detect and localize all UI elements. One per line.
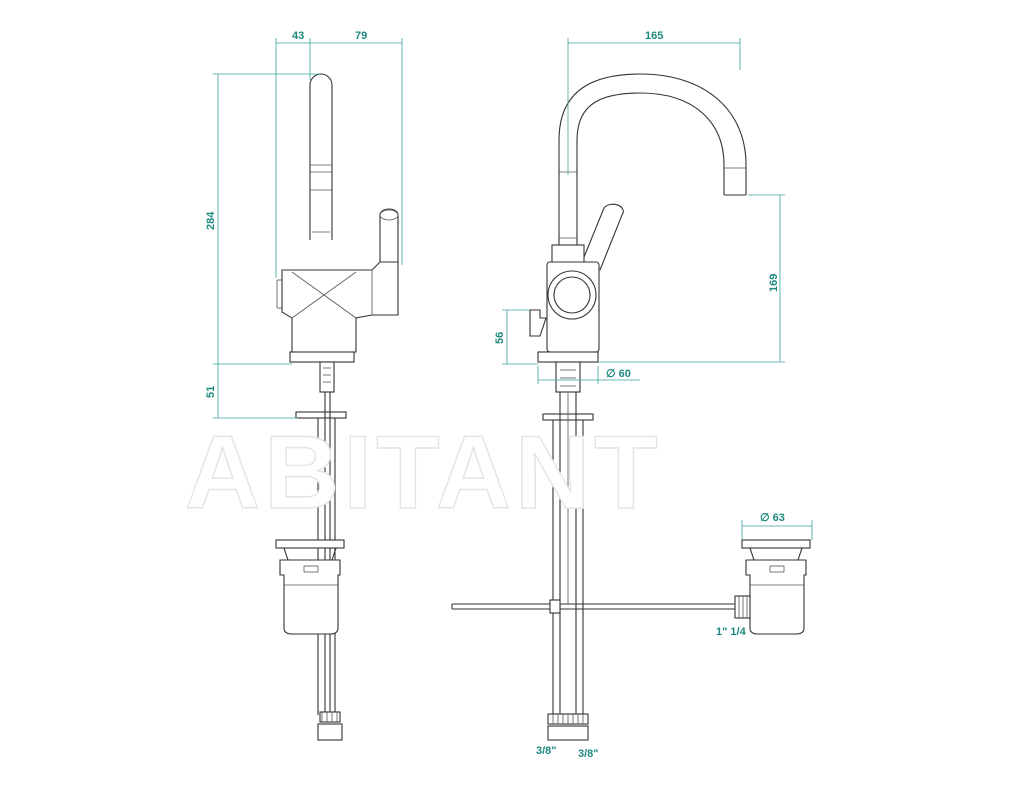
thread-label-left: 3/8" — [536, 745, 557, 757]
dim-169: 169 — [768, 274, 780, 292]
watermark-logo: ABITANT — [185, 415, 662, 531]
side-body — [281, 261, 399, 353]
front-base — [537, 351, 599, 363]
front-popup-knob — [529, 309, 547, 337]
dim-63: ∅ 63 — [760, 512, 785, 524]
dim-43: 43 — [292, 30, 304, 42]
dim-165: 165 — [645, 30, 663, 42]
side-waste-body — [279, 559, 341, 635]
front-cartridge — [547, 270, 597, 320]
waste-flange — [741, 539, 811, 549]
waste-view-dimensions: ∅ 63 1" 1/4 — [716, 512, 813, 638]
waste-view — [734, 539, 811, 635]
thread-label-waste: 1" 1/4 — [716, 626, 747, 638]
front-spout — [558, 73, 747, 245]
dim-51: 51 — [205, 386, 217, 398]
front-view-dimensions: 165 169 56 ∅ 60 3/8" 3/8" — [494, 30, 785, 760]
waste-rod-connector — [734, 595, 751, 619]
dim-79: 79 — [355, 30, 367, 42]
front-view — [451, 73, 747, 741]
side-lever — [379, 208, 399, 262]
waste-body — [745, 559, 807, 635]
dim-56: 56 — [494, 332, 506, 344]
side-view — [275, 73, 399, 741]
side-view-dimensions: 43 79 284 51 — [205, 30, 403, 419]
side-base — [289, 351, 355, 363]
front-lever — [581, 203, 624, 271]
thread-label-right: 3/8" — [578, 748, 599, 760]
dim-60: ∅ 60 — [606, 368, 631, 380]
dim-284: 284 — [205, 211, 217, 230]
side-spout — [309, 73, 333, 240]
side-waste-flange — [275, 539, 345, 549]
